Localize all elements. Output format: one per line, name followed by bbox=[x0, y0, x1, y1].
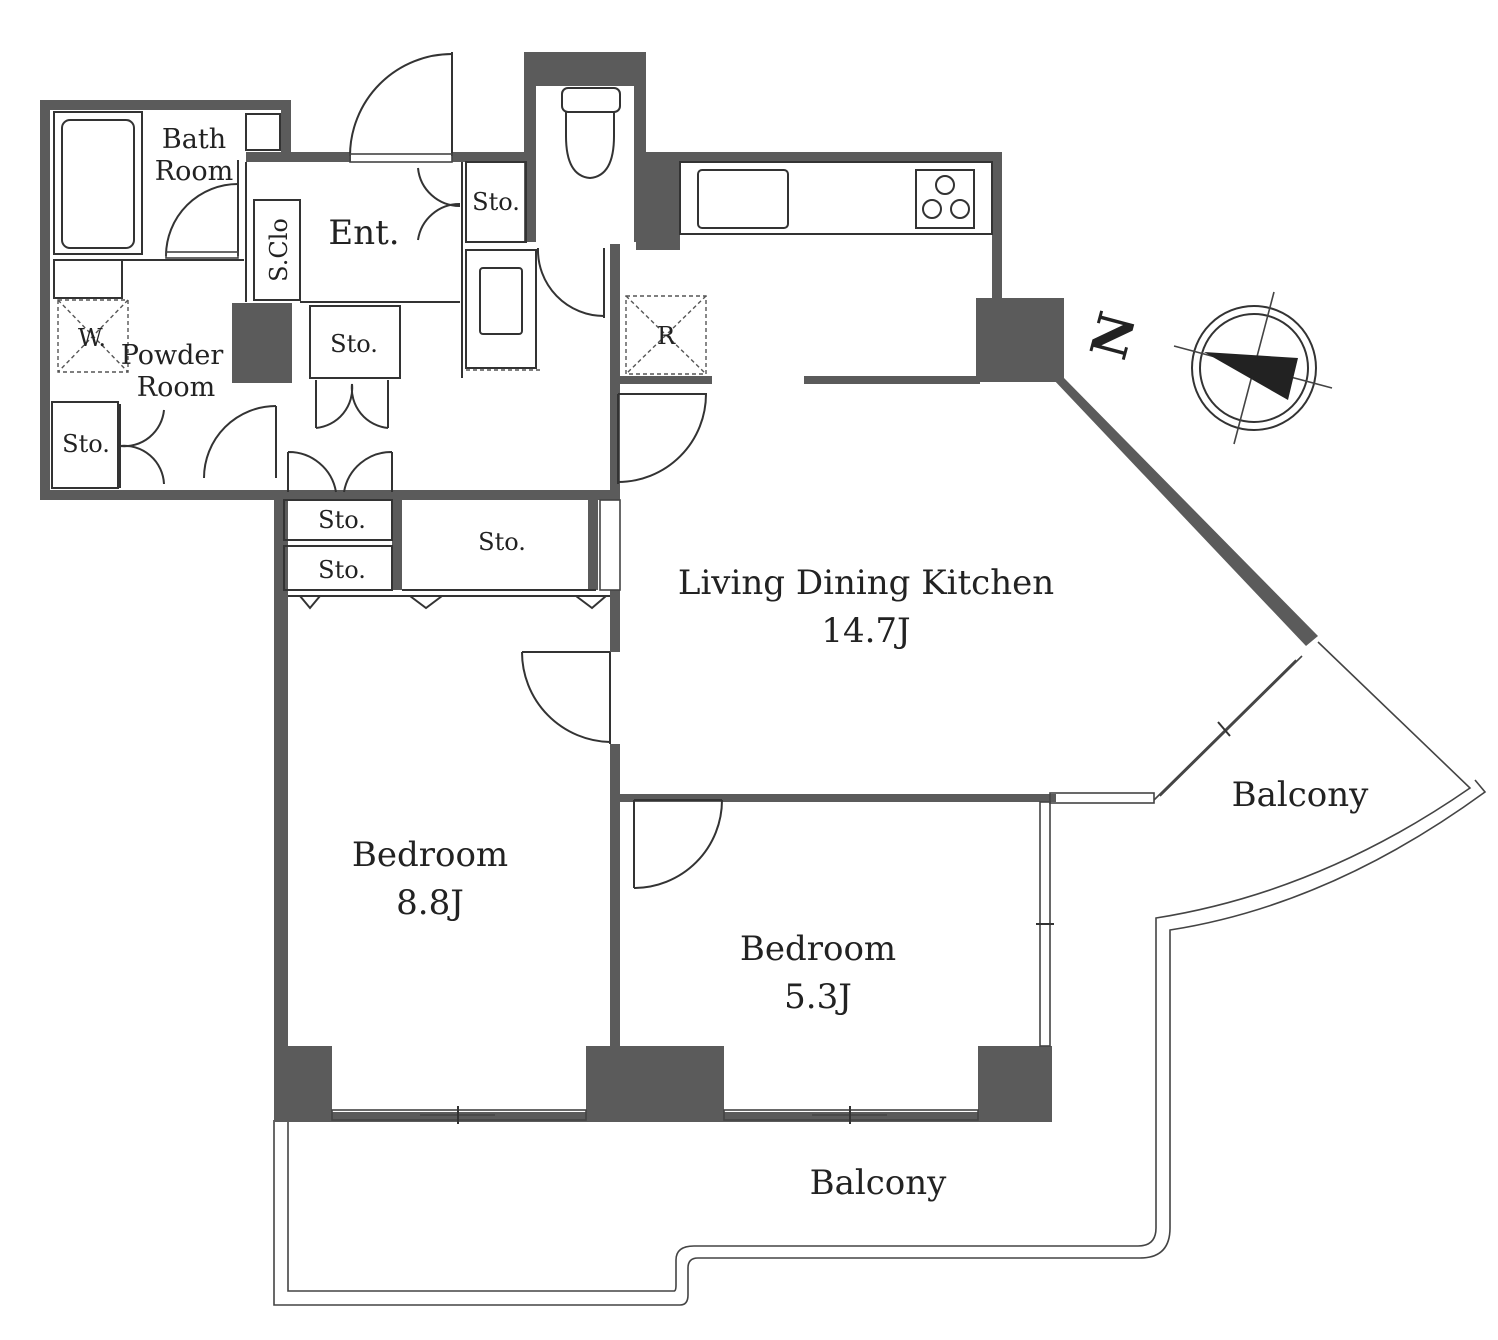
windows bbox=[331, 499, 1303, 1124]
balcony-south-outline bbox=[273, 641, 1487, 1306]
walls bbox=[40, 52, 1318, 1122]
storage-label-upper: Sto. bbox=[318, 506, 366, 534]
washer-label: W. bbox=[78, 324, 106, 352]
powder-label-line1: Powder bbox=[121, 340, 224, 371]
balcony-east-label: Balcony bbox=[1232, 775, 1370, 815]
ldk-size-label: 14.7J bbox=[821, 611, 910, 651]
storage-label-bedroom: Sto. bbox=[478, 528, 526, 556]
bedroom1-name-label: Bedroom bbox=[352, 835, 508, 875]
storage-label-powder: Sto. bbox=[62, 430, 110, 458]
storage-label-lower: Sto. bbox=[318, 556, 366, 584]
storage-label-entrance: Sto. bbox=[472, 188, 520, 216]
fridge-label: R bbox=[657, 322, 676, 350]
doors bbox=[119, 52, 723, 889]
balcony-south-label: Balcony bbox=[810, 1163, 948, 1203]
fixtures bbox=[51, 87, 993, 591]
bedroom1-size-label: 8.8J bbox=[396, 883, 464, 923]
powder-label-line2: Room bbox=[137, 372, 215, 403]
bedroom2-name-label: Bedroom bbox=[740, 929, 896, 969]
bath-label-line1: Bath bbox=[162, 124, 226, 155]
north-label: N bbox=[1079, 306, 1148, 365]
compass-needle bbox=[1204, 352, 1298, 400]
bedroom2-size-label: 5.3J bbox=[784, 977, 852, 1017]
room-labels: Living Dining Kitchen 14.7J Bedroom 8.8J… bbox=[62, 124, 1369, 1203]
storage-label-hall: Sto. bbox=[330, 330, 378, 358]
compass: N bbox=[1079, 291, 1333, 445]
entrance-label: Ent. bbox=[328, 213, 399, 253]
shoe-closet-label: S.Clo bbox=[265, 218, 293, 282]
ldk-name-label: Living Dining Kitchen bbox=[678, 563, 1054, 603]
bath-label-line2: Room bbox=[155, 156, 233, 187]
